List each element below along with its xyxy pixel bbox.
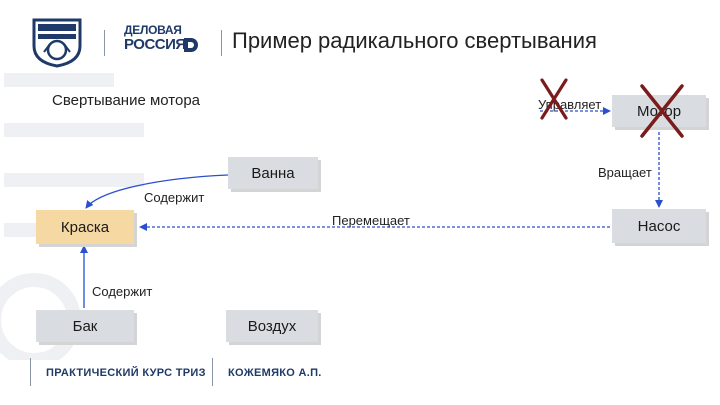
- logo-line-2: РОССИЯ: [124, 36, 186, 53]
- footer-separator-right: [212, 358, 213, 386]
- diagram-subtitle: Свертывание мотора: [52, 92, 201, 109]
- node-nasos: Насос: [612, 209, 706, 243]
- node-motor: Мотор: [612, 95, 706, 127]
- logo-line-1: ДЕЛОВАЯ: [124, 23, 182, 37]
- label-vrashchaet: Вращает: [598, 165, 652, 180]
- node-vozduh: Воздух: [226, 310, 318, 342]
- label-soderzhit-2: Содержит: [92, 284, 153, 299]
- title-separator: [221, 30, 222, 56]
- node-vanna: Ванна: [228, 157, 318, 189]
- cross-mark-icon: [540, 78, 568, 120]
- header-separator: [104, 30, 105, 56]
- footer-separator-left: [30, 358, 31, 386]
- label-peremeshchaet: Перемещает: [332, 213, 410, 228]
- edge-soderzhit-1: [85, 174, 229, 209]
- cross-mark-icon: [640, 84, 684, 138]
- node-bak: Бак: [36, 310, 134, 342]
- footer-course: ПРАКТИЧЕСКИЙ КУРС ТРИЗ: [46, 367, 206, 379]
- page-title: Пример радикального свертывания: [232, 28, 597, 53]
- footer-author: КОЖЕМЯКО А.П.: [228, 367, 322, 379]
- emblem-icon: [32, 18, 82, 68]
- label-soderzhit-1: Содержит: [144, 190, 205, 205]
- delovaya-rossiya-logo: ДЕЛОВАЯ РОССИЯ: [124, 24, 204, 62]
- node-kraska: Краска: [36, 210, 134, 244]
- logo-d-icon: [184, 38, 198, 52]
